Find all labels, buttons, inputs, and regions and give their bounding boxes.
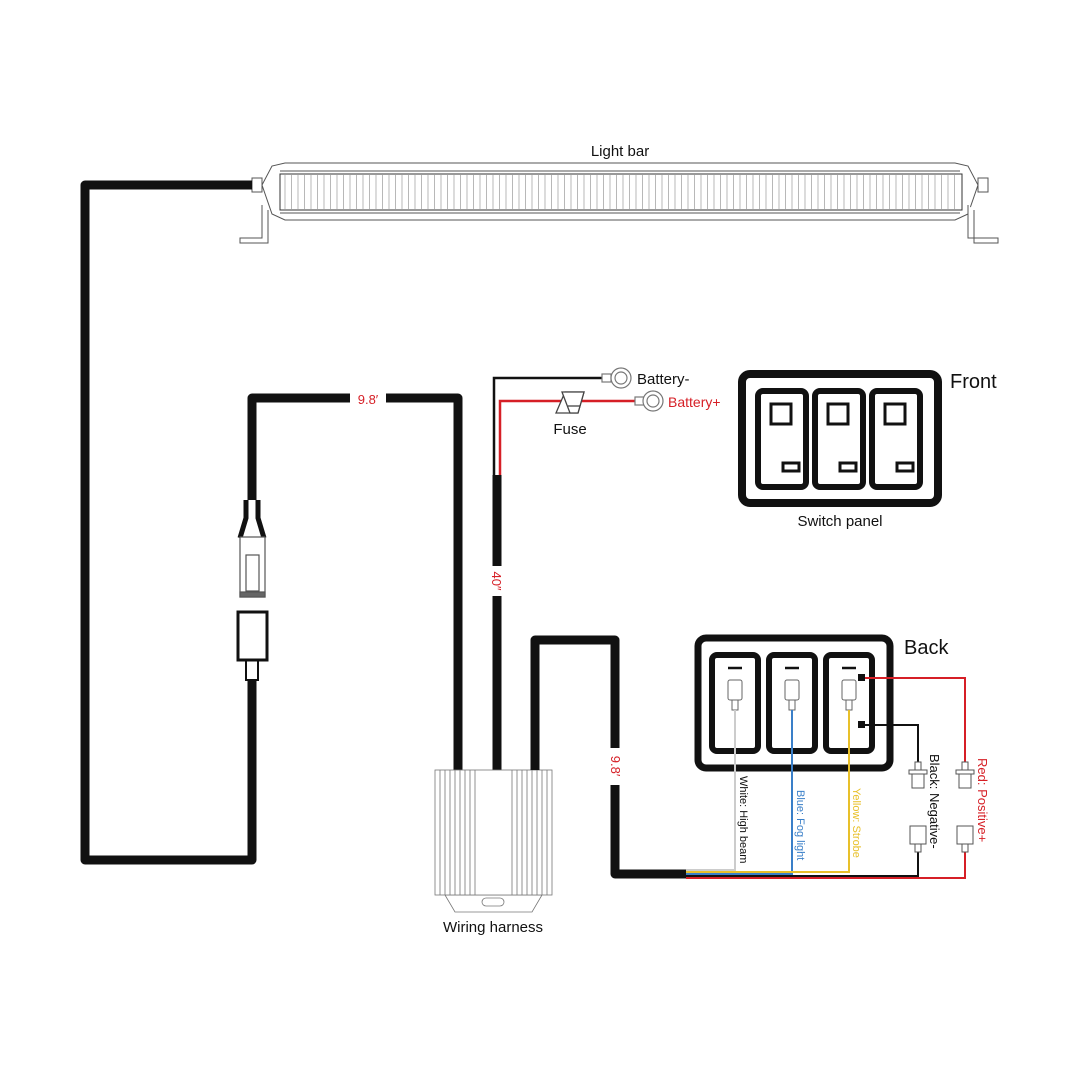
black-wire-label: Black: Negative- (927, 754, 942, 849)
wire-length-label-2: 40″ (489, 571, 504, 590)
fuse-label: Fuse (553, 421, 586, 438)
white-wire (686, 710, 736, 871)
red-wire-label: Red: Positive+ (975, 758, 990, 842)
switch-panel-front (738, 370, 942, 507)
connector-male (237, 500, 267, 598)
wiring-harness-label: Wiring harness (443, 919, 543, 936)
white-wire-label: White: High beam (737, 776, 749, 863)
battery-neg-label: Battery- (637, 371, 690, 388)
battery-pos-label: Battery+ (668, 394, 721, 410)
front-label: Front (950, 371, 997, 393)
blue-wire-label: Blue: Fog light (794, 790, 806, 860)
light-bar-cable (80, 180, 257, 865)
battery-neg-ring (601, 367, 632, 389)
black-wire (686, 724, 919, 877)
red-wire (686, 677, 966, 879)
switch-panel-cable (530, 635, 686, 879)
fuse-icon (555, 391, 585, 414)
front-switch-1[interactable] (755, 388, 809, 490)
front-switch-2[interactable] (812, 388, 866, 490)
red-wire-connectors (955, 761, 975, 853)
switch-panel-back (694, 634, 894, 772)
connector-female (236, 610, 269, 681)
front-switch-3[interactable] (869, 388, 923, 490)
black-wire-connectors (908, 761, 928, 853)
back-label: Back (904, 637, 949, 659)
wiring-harness-box (434, 769, 553, 913)
switch-panel-label: Switch panel (797, 513, 882, 530)
yellow-wire-label: Yellow: Strobe (850, 788, 862, 858)
light-bar-label: Light bar (591, 143, 649, 160)
blue-wire (686, 710, 793, 875)
light-bar (239, 162, 999, 244)
battery-pos-ring (634, 390, 664, 412)
switch-cable-9-8 (247, 393, 463, 770)
battery-pos-wire (498, 399, 640, 475)
battery-neg-wire (492, 376, 607, 475)
wire-length-label-1: 9.8′ (358, 392, 379, 407)
wire-length-label-3: 9.8′ (608, 756, 623, 777)
yellow-wire (686, 710, 850, 873)
